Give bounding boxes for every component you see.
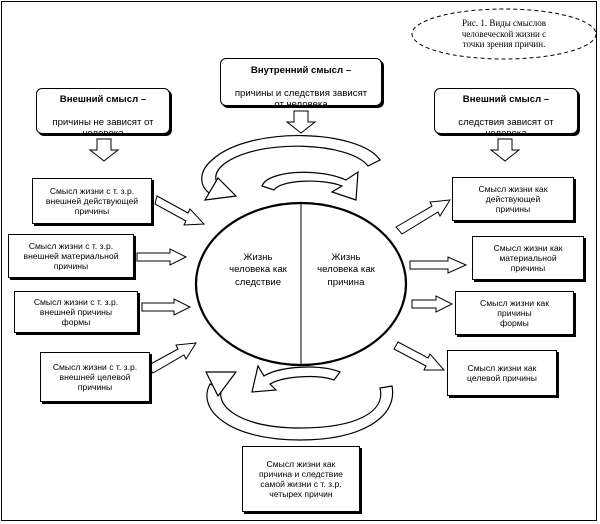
down-arrow-right <box>490 138 520 162</box>
right-cause-box-material: Смысл жизни как материальной причины <box>472 236 584 280</box>
figure-caption: Рис. 1. Виды смыслов человеческой жизни … <box>461 18 547 50</box>
outer-meaning-right-subtitle: следствия зависят от человека <box>458 116 554 140</box>
left-cause-box-efficient: Смысл жизни с т. з.р. внешней действующе… <box>32 178 152 224</box>
caption-ellipse <box>411 8 597 60</box>
bottom-meaning-box: Смысл жизни как причина и следствие само… <box>242 446 360 512</box>
circle-right-text: Жизнь человека как причина <box>317 252 375 288</box>
inner-meaning-subtitle: причины и следствия зависят от человека <box>234 87 368 111</box>
arrow-left-4 <box>146 342 197 374</box>
arrow-left-2 <box>136 248 188 266</box>
arrow-left-1 <box>154 195 206 226</box>
bottom-cycle-arrow <box>205 364 394 441</box>
right-cause-box-final: Смысл жизни как целевой причины <box>447 350 557 396</box>
arrow-right-1 <box>395 199 451 235</box>
arrow-left-3 <box>141 298 192 316</box>
outer-meaning-left-subtitle: причины не зависят от человека <box>52 116 154 140</box>
inner-meaning-title: Внутренний смысл – <box>250 64 352 76</box>
outer-meaning-left-box: Внешний смысл – причины не зависят от че… <box>36 88 170 139</box>
circle-left-text: Жизнь человека как следствие <box>229 252 287 288</box>
arrow-right-2 <box>409 256 468 274</box>
outer-meaning-left-title: Внешний смысл – <box>59 93 147 105</box>
inner-meaning-box: Внутренний смысл – причины и следствия з… <box>220 58 382 110</box>
left-cause-box-form: Смысл жизни с т. з.р. внешней причины фо… <box>14 291 138 333</box>
top-cycle-arrow <box>201 135 381 201</box>
down-arrow-center <box>286 110 316 134</box>
right-cause-box-form: Смысл жизни как причины формы <box>455 291 574 335</box>
right-cause-box-efficient: Смысл жизни как действующей причины <box>452 177 574 221</box>
left-cause-box-final: Смысл жизни с т. з.р. внешней целевой пр… <box>40 352 150 402</box>
left-cause-box-material: Смысл жизни с т. з.р. внешней материальн… <box>8 234 134 278</box>
outer-meaning-right-title: Внешний смысл – <box>462 93 550 105</box>
arrow-right-4 <box>393 341 446 371</box>
down-arrow-left <box>89 138 119 162</box>
arrow-right-3 <box>411 295 454 313</box>
outer-meaning-right-box: Внешний смысл – следствия зависят от чел… <box>434 88 578 139</box>
